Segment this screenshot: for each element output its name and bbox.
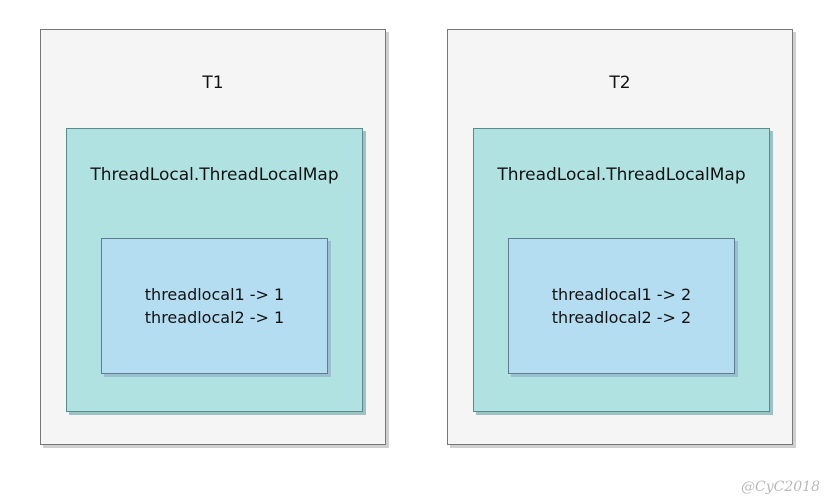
thread-local-map-box: ThreadLocal.ThreadLocalMap threadlocal1 … xyxy=(66,128,363,412)
map-entries-box: threadlocal1 -> 2 threadlocal2 -> 2 xyxy=(508,238,735,374)
thread-title: T2 xyxy=(609,73,631,93)
map-title: ThreadLocal.ThreadLocalMap xyxy=(90,165,339,185)
map-entry: threadlocal2 -> 2 xyxy=(551,308,692,327)
map-title: ThreadLocal.ThreadLocalMap xyxy=(497,165,746,185)
map-entry: threadlocal2 -> 1 xyxy=(144,308,285,327)
thread-local-map-box: ThreadLocal.ThreadLocalMap threadlocal1 … xyxy=(473,128,770,412)
map-entries-box: threadlocal1 -> 1 threadlocal2 -> 1 xyxy=(101,238,328,374)
thread-box-t2: T2 ThreadLocal.ThreadLocalMap threadloca… xyxy=(447,29,793,445)
map-entry: threadlocal1 -> 1 xyxy=(144,285,285,304)
map-entry: threadlocal1 -> 2 xyxy=(551,285,692,304)
watermark: @CyC2018 xyxy=(741,479,820,495)
thread-box-t1: T1 ThreadLocal.ThreadLocalMap threadloca… xyxy=(40,29,386,445)
thread-title: T1 xyxy=(202,73,224,93)
